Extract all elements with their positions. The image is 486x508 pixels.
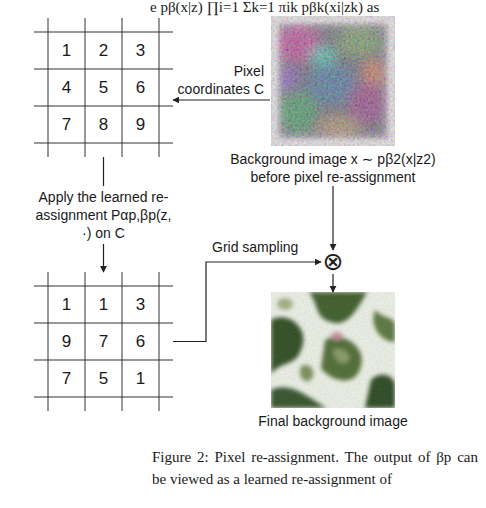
grid-line xyxy=(85,272,86,411)
grid-line xyxy=(159,18,160,157)
grid-line xyxy=(34,323,173,324)
flow-connector xyxy=(332,274,333,292)
reassigned-number: 7 xyxy=(48,360,85,397)
background-image-panel: Background image x ∼ pβ2(x|z2) before pi… xyxy=(228,16,438,186)
coordinate-number: 4 xyxy=(48,69,85,106)
coordinate-number: 5 xyxy=(85,69,122,106)
grid-line xyxy=(48,18,49,157)
grid-line xyxy=(34,360,173,361)
edge-label: Apply the learned re-assignment Pαp,βp(z… xyxy=(33,186,174,244)
grid-line xyxy=(159,272,160,411)
grid-line xyxy=(85,18,86,157)
grid-line xyxy=(122,18,123,157)
final-image-art xyxy=(271,292,395,408)
reassigned-number: 6 xyxy=(122,323,159,360)
coordinate-number: 1 xyxy=(48,32,85,69)
reassigned-number: 1 xyxy=(122,360,159,397)
flow-connector xyxy=(173,99,270,100)
reassigned-number: 7 xyxy=(85,323,122,360)
edge-label: Grid sampling xyxy=(212,238,312,256)
reassigned-number: 3 xyxy=(122,286,159,323)
grid-line xyxy=(34,143,173,144)
coordinate-number: 3 xyxy=(122,32,159,69)
coordinate-number: 2 xyxy=(85,32,122,69)
noisy-background-image xyxy=(271,16,395,146)
multiply-symbol: ⊗ xyxy=(321,250,345,274)
grid-line xyxy=(48,272,49,411)
coordinate-grid: 123456789 xyxy=(34,18,173,157)
final-image-panel: Final background image xyxy=(248,292,418,430)
grid-line xyxy=(122,272,123,411)
grid-line xyxy=(34,69,173,70)
grid-line xyxy=(34,286,173,287)
reassigned-number: 9 xyxy=(48,323,85,360)
image-caption: Final background image xyxy=(248,412,418,430)
reassigned-number: 1 xyxy=(48,286,85,323)
image-caption: Background image x ∼ pβ2(x|z2) before pi… xyxy=(228,150,438,186)
coordinate-number: 8 xyxy=(85,106,122,143)
operator-symbol: ⊗ xyxy=(321,250,345,274)
cropped-formula-text: e pβ(x|z) ∏i=1 Σk=1 πik pβk(xi|zk) as xyxy=(150,0,379,16)
grid-line xyxy=(34,106,173,107)
coordinate-number: 9 xyxy=(122,106,159,143)
reassigned-number: 1 xyxy=(85,286,122,323)
image-picture xyxy=(271,292,395,408)
grid-line xyxy=(34,32,173,33)
coordinate-number: 6 xyxy=(122,69,159,106)
figure-caption: Figure 2: Pixel re-assignment. The outpu… xyxy=(152,446,478,490)
coordinate-number: 7 xyxy=(48,106,85,143)
grid-line xyxy=(34,397,173,398)
image-picture xyxy=(271,16,395,146)
edge-label: Pixel coordinates C xyxy=(166,62,264,98)
reassigned-number: 5 xyxy=(85,360,122,397)
reassigned-grid: 113976751 xyxy=(34,272,173,411)
flow-connector xyxy=(332,186,333,250)
